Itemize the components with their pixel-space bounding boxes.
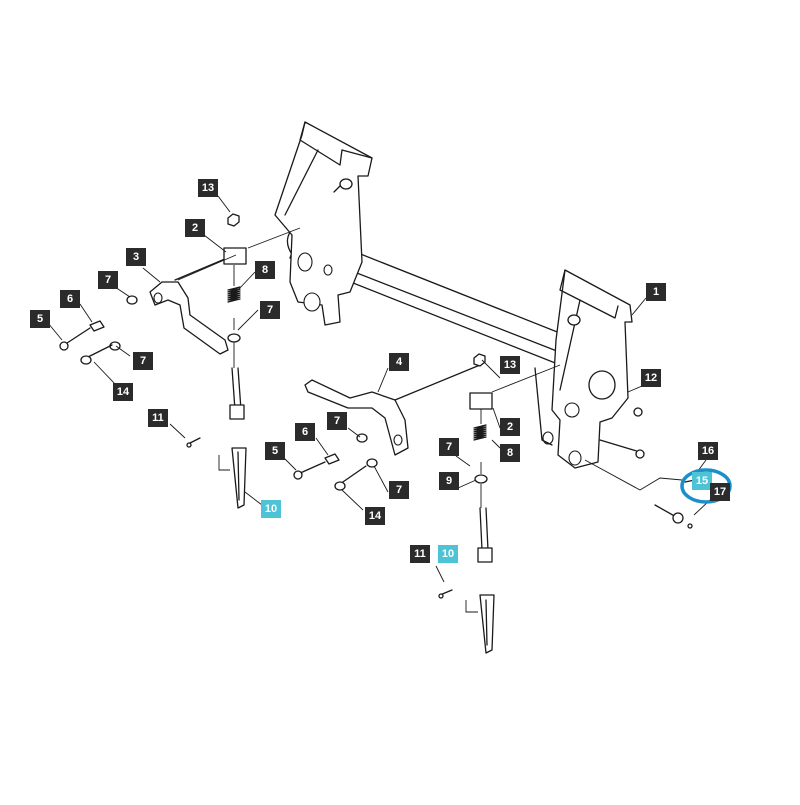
spacer-block-right	[469, 392, 493, 410]
callout-14[interactable]: 14	[365, 507, 385, 525]
left-fasteners	[59, 320, 201, 448]
right-mount-bracket	[534, 269, 633, 469]
nut	[473, 353, 486, 367]
callout-7[interactable]: 7	[327, 412, 347, 430]
callout-5[interactable]: 5	[30, 310, 50, 328]
callout-17[interactable]: 17	[710, 483, 730, 501]
right-crank-arm	[304, 364, 481, 456]
callout-10[interactable]: 10	[438, 545, 458, 563]
callout-11[interactable]: 11	[410, 545, 430, 563]
washer	[109, 341, 121, 351]
callout-6[interactable]: 6	[60, 290, 80, 308]
callout-6[interactable]: 6	[295, 423, 315, 441]
callout-12[interactable]: 12	[641, 369, 661, 387]
washer	[227, 333, 241, 343]
callout-7[interactable]: 7	[439, 438, 459, 456]
right-rod-assembly	[477, 507, 495, 654]
callout-14[interactable]: 14	[113, 383, 133, 401]
center-fasteners	[293, 453, 453, 599]
callout-1[interactable]: 1	[646, 283, 666, 301]
washer	[356, 433, 368, 443]
left-rod-assembly	[229, 367, 247, 509]
washer	[366, 458, 378, 468]
callout-10[interactable]: 10	[261, 500, 281, 518]
callout-11[interactable]: 11	[148, 409, 168, 427]
callout-16[interactable]: 16	[698, 442, 718, 460]
callout-15[interactable]: 15	[692, 472, 712, 490]
callout-7[interactable]: 7	[389, 481, 409, 499]
callout-2[interactable]: 2	[185, 219, 205, 237]
callout-2[interactable]: 2	[500, 418, 520, 436]
left-mount-bracket	[274, 121, 373, 326]
selection-ring	[680, 468, 732, 504]
callout-7[interactable]: 7	[260, 301, 280, 319]
callout-8[interactable]: 8	[255, 261, 275, 279]
left-crank-arm	[149, 255, 233, 355]
callout-13[interactable]: 13	[500, 356, 520, 374]
callout-7[interactable]: 7	[133, 352, 153, 370]
spring-right	[473, 424, 487, 441]
callout-8[interactable]: 8	[500, 444, 520, 462]
nut	[227, 213, 240, 227]
callout-13[interactable]: 13	[198, 179, 218, 197]
callout-3[interactable]: 3	[126, 248, 146, 266]
spacer-block-left	[223, 247, 247, 265]
washer	[126, 295, 138, 305]
callout-7[interactable]: 7	[98, 271, 118, 289]
washer	[474, 474, 488, 484]
spring-left	[227, 286, 241, 303]
callout-5[interactable]: 5	[265, 442, 285, 460]
assembly-lines	[177, 227, 561, 613]
right-fasteners	[584, 407, 696, 529]
callout-9[interactable]: 9	[439, 472, 459, 490]
callout-4[interactable]: 4	[389, 353, 409, 371]
